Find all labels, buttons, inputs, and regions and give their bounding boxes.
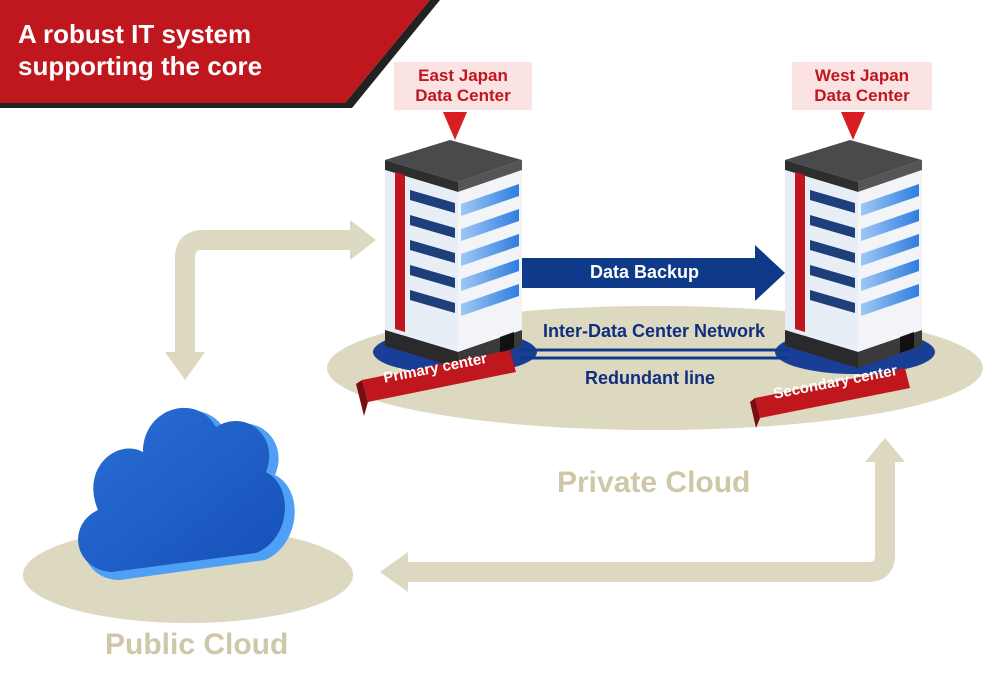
east-dc-callout: East Japan Data Center — [394, 62, 532, 110]
redundant-line — [520, 348, 790, 360]
west-dc-callout: West Japan Data Center — [792, 62, 932, 110]
primary-ribbon — [356, 350, 516, 416]
inter-dc-network-label: Inter-Data Center Network — [543, 321, 766, 341]
private-cloud-label: Private Cloud — [557, 466, 751, 499]
arrow-cloud-to-primary — [165, 220, 376, 380]
public-cloud-icon — [78, 407, 295, 580]
data-backup-arrow — [520, 245, 785, 301]
page-title: A robust IT system supporting the core — [18, 19, 263, 81]
secondary-building — [785, 140, 922, 368]
east-dc-label: East Japan Data Center — [415, 66, 511, 105]
secondary-ribbon — [750, 368, 910, 428]
arrow-secondary-to-public — [380, 438, 905, 592]
header-banner — [0, 0, 440, 108]
east-location-pin-icon — [443, 112, 467, 140]
west-dc-label: West Japan Data Center — [814, 66, 910, 105]
west-location-pin-icon — [841, 112, 865, 140]
primary-building — [385, 140, 522, 368]
public-cloud-label: Public Cloud — [105, 628, 289, 661]
redundant-line-label: Redundant line — [585, 368, 715, 388]
data-backup-label: Data Backup — [590, 262, 700, 282]
